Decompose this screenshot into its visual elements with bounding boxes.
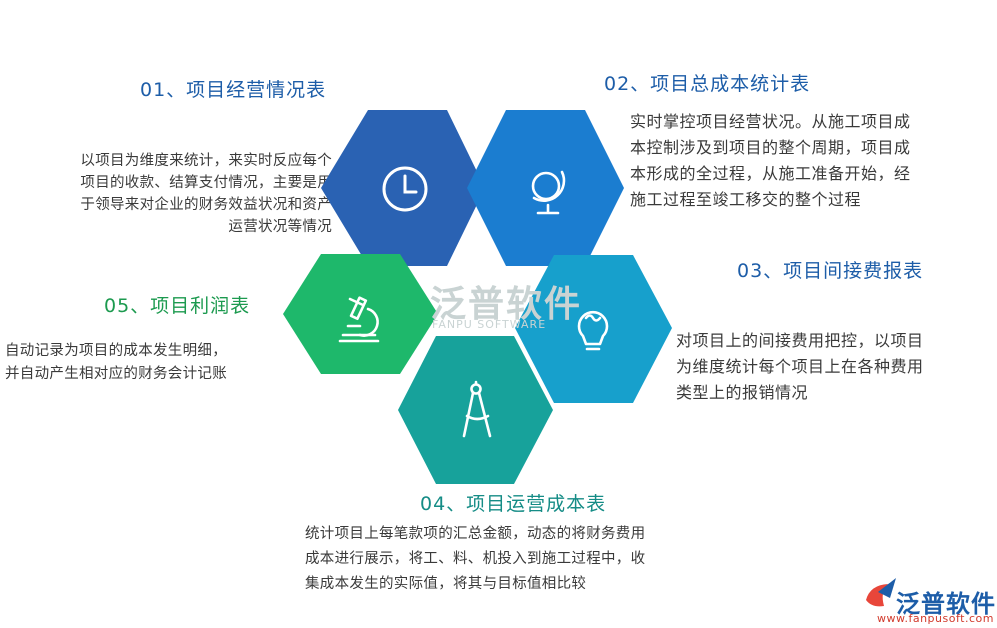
item-5-desc: 自动记录为项目的成本发生明细， 并自动产生相对应的财务会计记账 [5,340,285,386]
hexagon-3 [515,255,672,403]
desc-line: 运营状况等情况 [228,219,332,235]
desc-line: 集成本发生的实际值，将其与目标值相比较 [305,576,587,592]
item-4-desc: 统计项目上每笔款项的汇总金额，动态的将财务费用 成本进行展示，将工、料、机投入到… [305,522,735,597]
item-2-desc: 实时掌控项目经营状况。从施工项目成 本控制涉及到项目的整个周期，项目成 本形成的… [630,109,990,213]
microscope-icon [338,296,380,343]
desc-line: 施工过程至竣工移交的整个过程 [630,190,862,209]
desc-line: 并自动产生相对应的财务会计记账 [5,366,227,382]
compass-icon [462,380,492,438]
item-2-title: 02、项目总成本统计表 [604,73,811,95]
hexagon-2 [467,110,624,266]
clock-icon [382,166,428,212]
desc-line: 以项目为维度来统计，来实时反应每个 [80,153,332,169]
desc-line: 类型上的报销情况 [676,383,809,402]
hexagon-4 [398,336,553,484]
logo-url: www.fanpusoft.com [877,612,994,625]
desc-line: 项目的收款、结算支付情况，主要是用 [80,175,332,191]
desc-line: 为维度统计每个项目上在各种费用 [676,357,924,376]
item-5-title: 05、项目利润表 [104,295,251,317]
item-3-title: 03、项目间接费报表 [737,260,924,282]
desc-line: 成本进行展示，将工、料、机投入到施工过程中，收 [305,551,646,567]
item-1-desc: 以项目为维度来统计，来实时反应每个 项目的收款、结算支付情况，主要是用 于领导来… [20,150,332,238]
desc-line: 本形成的全过程，从施工准备开始，经 [630,164,911,183]
hexagon-1 [321,110,485,266]
logo-name: 泛普软件 [896,590,996,618]
desc-line: 于领导来对企业的财务效益状况和资产 [80,197,332,213]
watermark-subtext: FANPU SOFTWARE [432,318,547,331]
fanpu-logo-icon [866,578,896,607]
watermark-text: 泛普软件 [430,284,583,325]
item-1-title: 01、项目经营情况表 [140,79,327,101]
desc-line: 对项目上的间接费用把控，以项目 [676,331,924,350]
item-3-desc: 对项目上的间接费用把控，以项目 为维度统计每个项目上在各种费用 类型上的报销情况 [676,328,991,406]
desc-line: 自动记录为项目的成本发生明细， [5,343,227,359]
item-4-title: 04、项目运营成本表 [420,493,607,515]
lightbulb-icon [577,310,609,351]
desc-line: 本控制涉及到项目的整个周期，项目成 [630,138,911,157]
desc-line: 实时掌控项目经营状况。从施工项目成 [630,112,911,131]
globe-icon [531,170,566,215]
desc-line: 统计项目上每笔款项的汇总金额，动态的将财务费用 [305,526,646,542]
hexagon-5 [283,254,438,374]
